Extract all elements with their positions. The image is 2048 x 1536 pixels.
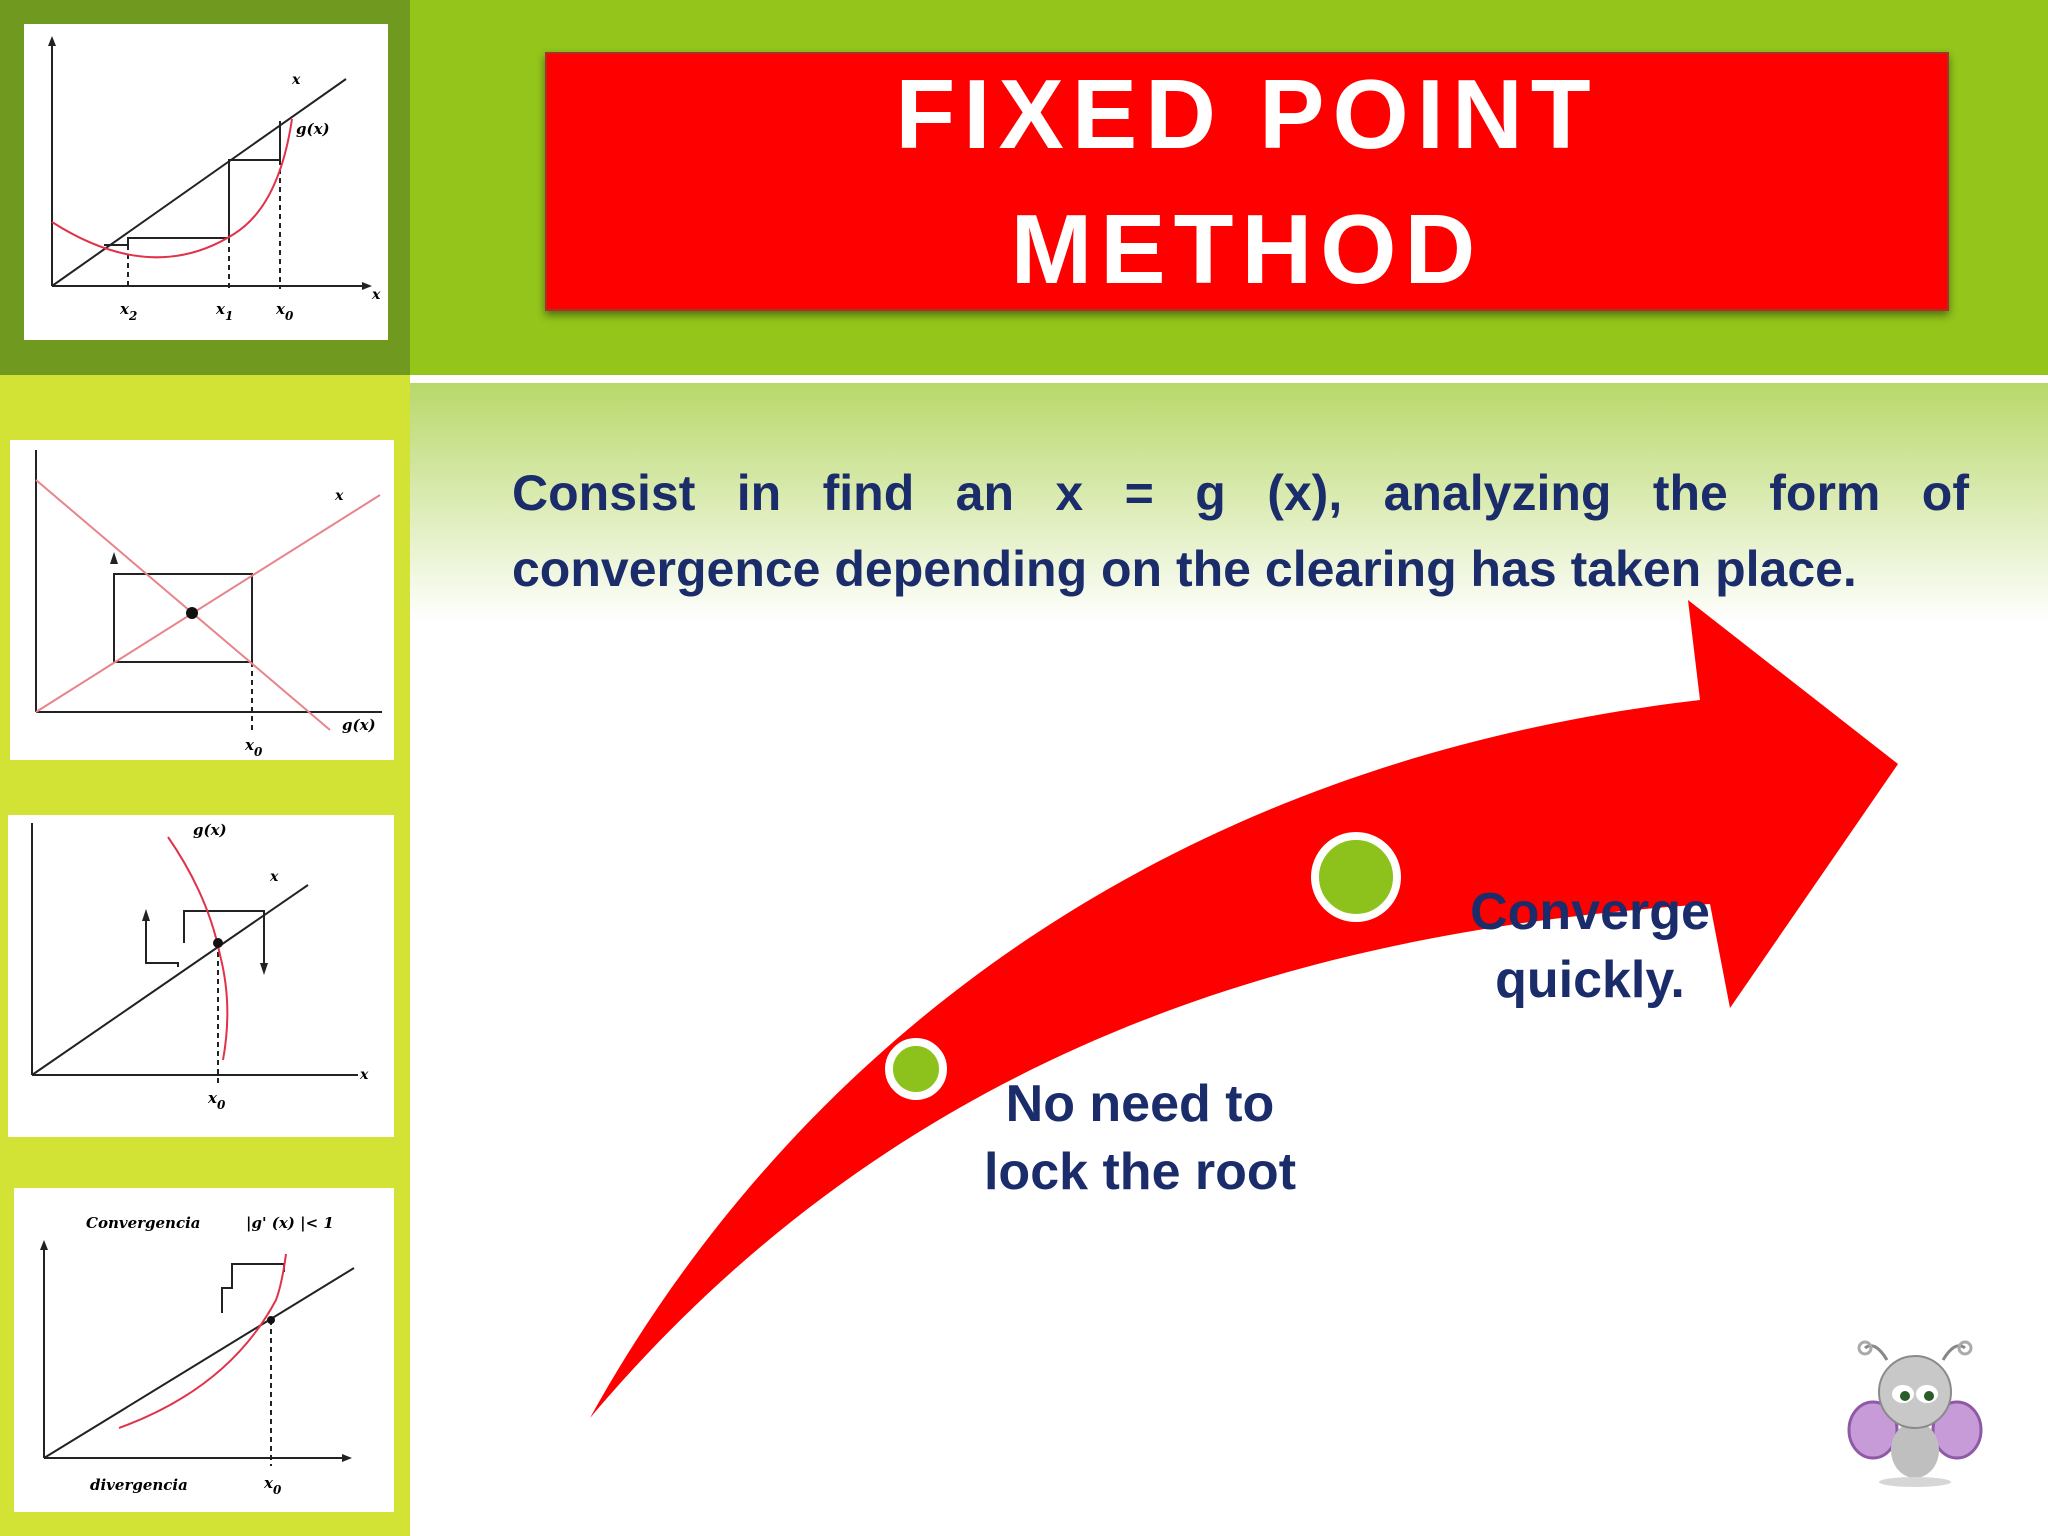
thumb2-g-label: g(x) — [342, 716, 376, 734]
description-text: Consist in find an x = g (x), analyzing … — [512, 465, 1969, 597]
thumb4-x0-label: x0 — [263, 1474, 282, 1497]
thumbnail-fixed-point-iteration: x g(x) x x2 x1 x0 — [24, 24, 388, 340]
cobweb-left — [145, 915, 179, 967]
title-box: FIXED POINT METHOD — [545, 52, 1949, 311]
thumb1-g-label: g(x) — [296, 120, 330, 138]
thumb1-x-label: x — [291, 72, 301, 88]
thumbnail-4-graph: Convergencia |g' (x) |< 1 divergencia x0 — [40, 1214, 355, 1497]
page-title: FIXED POINT METHOD — [895, 58, 1599, 304]
thumb1-x0-label: x0 — [275, 300, 294, 323]
thumb3-x0-label: x0 — [207, 1089, 226, 1112]
milestone-label-1: No need to lock the root — [983, 1075, 1297, 1201]
thumb3-x-label: x — [269, 869, 279, 885]
identity-line — [31, 884, 309, 1076]
milestone-dot-2 — [1311, 832, 1401, 922]
milestone-label-2: Converge quickly. — [1470, 883, 1710, 1009]
identity-line — [43, 1267, 355, 1459]
thumb4-divergencia-label: divergencia — [90, 1476, 188, 1494]
thumb3-x-axis-label: x — [359, 1067, 369, 1083]
thumb1-x-axis-label: x — [371, 287, 381, 303]
thumb2-x-label: x — [334, 488, 344, 504]
g-curve — [35, 479, 331, 731]
fixed-point-dot — [186, 607, 198, 619]
header-divider — [410, 375, 2048, 383]
cobweb-path — [113, 573, 253, 663]
thumbnail-1-graph: x g(x) x x2 x1 x0 — [48, 36, 381, 323]
thumb3-g-label: g(x) — [193, 821, 227, 839]
content-gradient — [410, 383, 2048, 623]
g-curve — [118, 1253, 287, 1429]
g-curve — [167, 836, 229, 1061]
thumb2-x0-label: x0 — [244, 736, 263, 759]
thumb1-x1-label: x1 — [215, 300, 233, 323]
milestone-dot-1 — [885, 1038, 947, 1100]
cobweb-right — [183, 910, 265, 965]
thumbnail-2-graph: x g(x) x0 — [35, 450, 382, 759]
butterfly-mascot-icon — [1847, 1340, 1983, 1487]
thumbnail-steep-function: g(x) x x x0 — [8, 815, 394, 1137]
thumbnail-oscillating-convergence: x g(x) x0 — [10, 440, 394, 760]
identity-line — [35, 494, 381, 713]
thumb4-condition-label: |g' (x) |< 1 — [246, 1214, 334, 1232]
fixed-point-dot — [267, 1316, 275, 1324]
thumbnail-convergence-condition: Convergencia |g' (x) |< 1 divergencia x0 — [14, 1188, 394, 1512]
thumbnail-3-graph: g(x) x x x0 — [31, 821, 369, 1112]
g-curve — [51, 118, 293, 259]
thumb4-convergencia-label: Convergencia — [86, 1214, 201, 1232]
curved-arrow — [590, 600, 1898, 1418]
fixed-point-dot — [213, 938, 223, 948]
thumb1-x2-label: x2 — [119, 300, 137, 323]
identity-line — [51, 78, 347, 287]
